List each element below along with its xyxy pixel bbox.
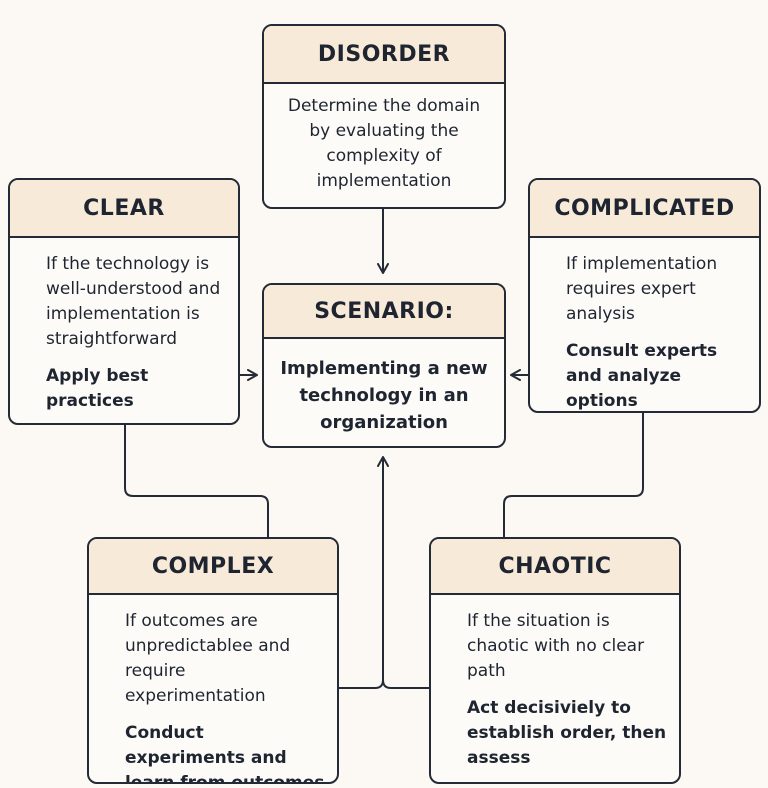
line-clear-to-complex [124,424,269,538]
scenario-description: Implementing a new technology in an orga… [280,358,488,433]
complex-title: COMPLEX [89,539,337,595]
complex-action: Conduct experiments and learn from outco… [125,723,325,784]
scenario-box: SCENARIO: Implementing a new technology … [262,283,506,448]
clear-box: CLEAR If the technology is well-understo… [8,178,240,425]
disorder-box: DISORDER Determine the domain by evaluat… [262,24,506,209]
complicated-action: Consult experts and analyze options [566,341,718,411]
complicated-box: COMPLICATED If implementation requires e… [528,178,761,413]
scenario-title: SCENARIO: [264,285,504,339]
chaotic-box: CHAOTIC If the situation is chaotic with… [429,537,681,784]
line-complicated-to-chaotic [503,412,644,538]
clear-condition: If the technology is well-understood and… [46,254,221,349]
complex-box: COMPLEX If outcomes are unpredictablee a… [87,537,339,784]
chaotic-title: CHAOTIC [431,539,679,595]
complex-condition: If outcomes are unpredictablee and requi… [125,611,291,706]
clear-title: CLEAR [10,180,238,238]
chaotic-action: Act decisiviely to establish order, then… [467,698,667,768]
chaotic-condition: If the situation is chaotic with no clea… [467,611,645,681]
complicated-title: COMPLICATED [530,180,759,238]
clear-action: Apply best practices [46,366,149,411]
disorder-description: Determine the domain by evaluating the c… [287,96,481,191]
line-complex-to-scenario [338,456,389,689]
disorder-title: DISORDER [264,26,504,84]
complicated-condition: If implementation requires expert analys… [566,254,718,324]
line-chaotic-to-scenario [382,679,430,689]
